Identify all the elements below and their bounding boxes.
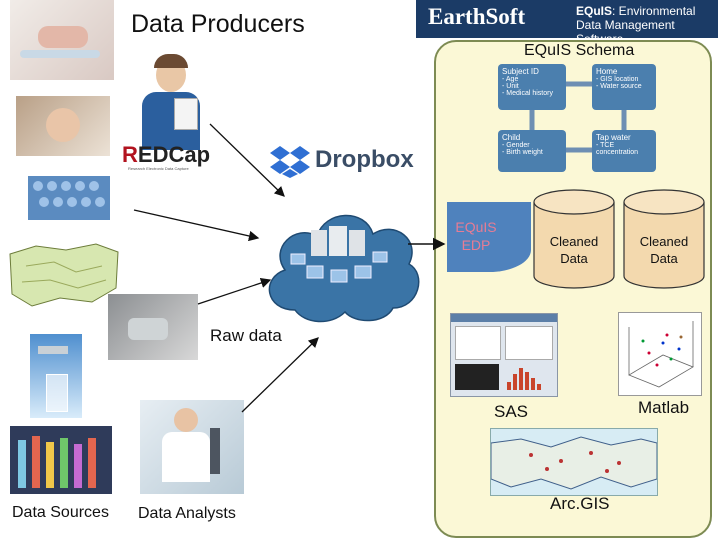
tap-water-photo: [30, 334, 82, 418]
schema-box-heading: Child: [502, 133, 521, 142]
redcap-r: R: [122, 142, 138, 167]
dropbox-icon: [270, 146, 310, 178]
mother-child-photo: [16, 96, 110, 156]
arrow-lab-to-cloud: [197, 277, 272, 305]
earthsoft-logo: EarthSoft EQuIS: Environmental Data Mana…: [416, 0, 718, 46]
schema-diagram: Subject ID - Age - Unit - Medical histor…: [498, 64, 662, 182]
cleaned-data-label-1: Cleaned Data: [549, 234, 599, 266]
cloud-server: [268, 214, 420, 323]
cleaned-data-cylinder-2: [623, 189, 705, 289]
arcgis-map: [490, 428, 658, 496]
logo-brand-left: Earth: [428, 4, 486, 29]
schema-box-line: - TCE concentration: [596, 142, 639, 156]
schema-box-heading: Subject ID: [502, 67, 539, 76]
puerto-rico-map: [6, 236, 122, 312]
schema-connectors: [529, 81, 627, 153]
data-sources-label: Data Sources: [12, 504, 109, 521]
schema-box-line: - Gender: [502, 142, 530, 149]
lab-sampling-photo: [108, 294, 198, 360]
logo-product-suffix: : Environmental: [612, 4, 696, 18]
schema-box-heading: Home: [596, 67, 618, 76]
schema-box-line: - GIS location: [596, 76, 639, 83]
redcap-logo: REDCap Research Electronic Data Capture: [122, 142, 220, 174]
matlab-plot: [618, 312, 702, 396]
schema-box-subject-id: Subject ID - Age - Unit - Medical histor…: [498, 64, 566, 110]
arrow-sources-to-cloud: [133, 209, 260, 242]
cleaned-data-label-2: Cleaned Data: [639, 234, 689, 266]
data-analysts-label: Data Analysts: [138, 505, 236, 522]
raw-data-text: Raw data: [210, 326, 282, 345]
matlab-label: Matlab: [638, 398, 690, 417]
sas-screenshot: [450, 313, 558, 397]
infant-blood-sample-photo: [10, 0, 114, 80]
schema-title: EQuIS Schema: [524, 42, 635, 59]
arcgis-label: Arc.GIS: [550, 494, 610, 513]
schema-box-line: - Age: [502, 76, 519, 83]
equis-edp-box: EQuIS EDP: [447, 202, 531, 272]
arrow-nurse-to-cloud: [209, 123, 285, 197]
dropbox-label: Dropbox: [315, 146, 414, 173]
logo-brand-right: Soft: [485, 4, 526, 29]
schema-box-heading: Tap water: [596, 133, 631, 142]
lab-analyst-photo: [140, 400, 244, 494]
test-tubes-photo: [10, 426, 112, 494]
sas-label: SAS: [494, 402, 529, 421]
schema-box-tap-water: Tap water - TCE concentration: [592, 130, 656, 172]
raw-data-label: Raw data: [210, 326, 282, 346]
water-bottles-photo: [28, 176, 110, 220]
page-title: Data Producers: [131, 10, 305, 38]
edp-label: EQuIS EDP: [455, 219, 497, 253]
arrow-analysts-to-cloud: [241, 337, 319, 413]
redcap-tagline: Research Electronic Data Capture: [128, 166, 189, 171]
schema-box-child: Child - Gender - Birth weight: [498, 130, 566, 172]
schema-box-line: - Water source: [596, 83, 642, 90]
redcap-logo-text: EDCap: [137, 142, 211, 167]
schema-box-line: - Birth weight: [502, 149, 543, 156]
schema-box-home: Home - GIS location - Water source: [592, 64, 656, 110]
schema-box-line: - Unit: [502, 83, 519, 90]
nurse-photo: [132, 54, 212, 150]
logo-product-name: EQuIS: [576, 4, 613, 18]
cleaned-data-cylinder-1: [533, 189, 615, 289]
schema-box-line: - Medical history: [502, 90, 553, 97]
